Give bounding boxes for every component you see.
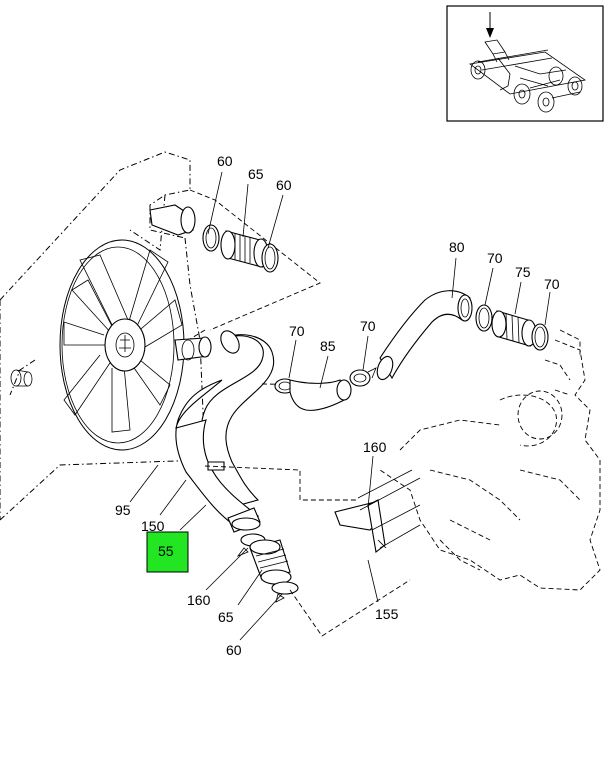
callout-leaders [129,171,551,641]
callout-70-d: 70 [360,318,376,334]
callout-65-top: 65 [248,166,264,182]
radiator-drain-tube [10,369,33,387]
callout-70-b: 70 [544,276,560,292]
callout-65-lower: 65 [218,609,234,625]
lower-radiator-hose [175,330,275,533]
callout-95: 95 [115,502,131,518]
callout-160-lower: 160 [187,592,211,608]
lower-radiator-neck [174,336,212,361]
radiator-shroud [0,151,321,521]
down-arrow-icon [486,12,494,38]
callout-60-top-right: 60 [276,177,292,193]
upper-outlet-assembly [149,204,279,273]
callout-60-top: 60 [217,153,233,169]
callout-70-c: 70 [289,323,305,339]
coolant-pipe [274,367,377,411]
callout-60-lower: 60 [226,642,242,658]
locator-inset [446,5,604,122]
cooling-fan [59,239,185,451]
callout-75: 75 [515,264,531,280]
callout-80: 80 [449,239,465,255]
callout-155: 155 [375,606,399,622]
callout-55-highlighted: 55 [158,543,174,559]
hose-bracket [334,469,421,553]
upper-hose-assembly [376,290,549,381]
lower-clamp-stack [236,533,299,603]
engine-outline [379,339,601,591]
callout-labels: 60 65 60 80 70 75 70 70 70 85 160 95 150… [115,153,560,658]
highlight-box-55 [146,531,189,573]
callout-160-right: 160 [363,439,387,455]
callout-70-a: 70 [487,250,503,266]
callout-150: 150 [141,518,165,534]
callout-85: 85 [320,338,336,354]
truck-chassis-locator-icon [469,39,587,113]
